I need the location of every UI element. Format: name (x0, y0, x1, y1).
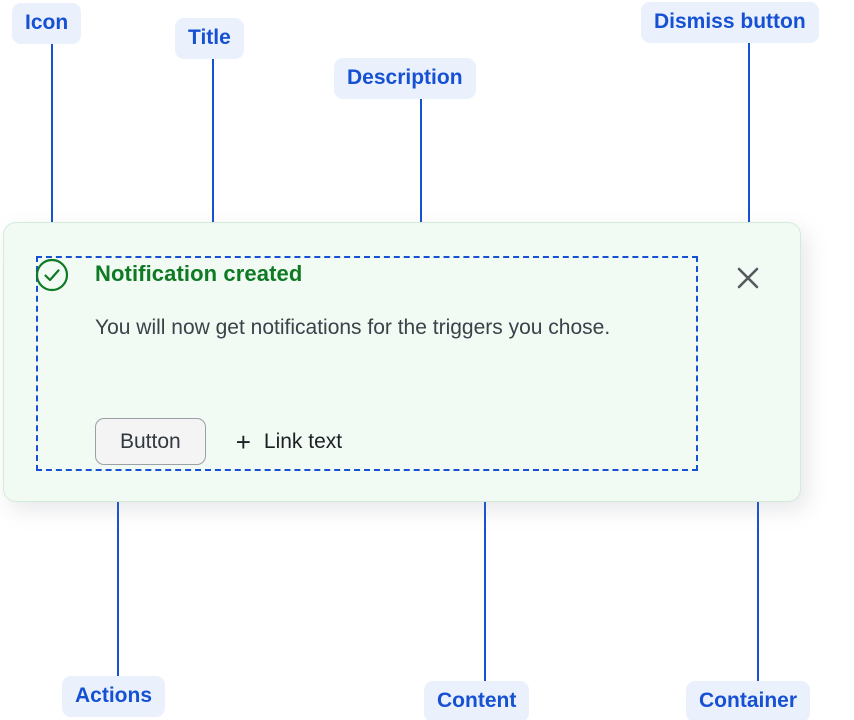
annotation-label-icon: Icon (12, 3, 82, 44)
leader-line-dismiss-button (748, 40, 750, 247)
action-link[interactable]: + Link text (236, 429, 342, 455)
dismiss-button[interactable] (733, 263, 763, 293)
annotation-label-dismiss-button: Dismiss button (641, 2, 819, 43)
annotation-label-container: Container (686, 681, 811, 720)
leader-line-content (484, 471, 486, 681)
annotation-label-actions: Actions (62, 676, 166, 717)
action-button[interactable]: Button (95, 418, 206, 466)
annotation-label-content: Content (424, 681, 530, 720)
leader-line-description (420, 95, 422, 303)
leader-line-title (212, 55, 214, 263)
annotation-label-description: Description (334, 58, 476, 99)
notification-description: You will now get notifications for the t… (95, 316, 611, 339)
leader-line-icon (51, 40, 53, 247)
action-link-label: Link text (263, 429, 343, 453)
plus-icon: + (235, 426, 251, 457)
notification-title: Notification created (95, 261, 303, 286)
check-circle-icon (35, 258, 69, 292)
close-icon (737, 267, 759, 289)
leader-line-container (757, 471, 759, 681)
content-region-outline (36, 256, 698, 471)
notification-actions: Button + Link text (95, 418, 342, 466)
annotation-label-title: Title (175, 18, 244, 59)
leader-line-actions (117, 465, 119, 676)
